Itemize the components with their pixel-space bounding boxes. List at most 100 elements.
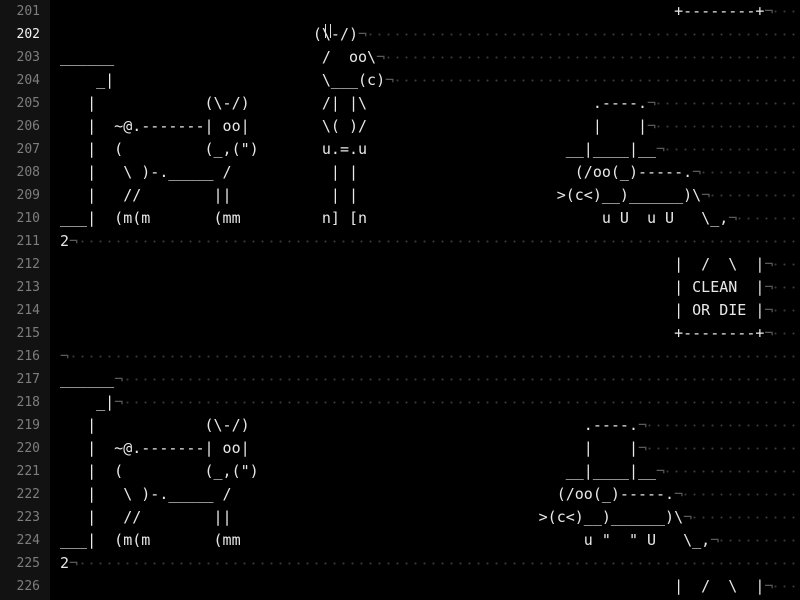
- line-number: 225: [16, 556, 40, 571]
- code-line[interactable]: ______ / oo\¬: [60, 46, 800, 69]
- whitespace-dots: [60, 345, 800, 368]
- line-text: | / \ |¬: [60, 575, 774, 598]
- line-content: 2: [60, 232, 70, 250]
- whitespace-dots: [60, 368, 800, 391]
- code-line[interactable]: | / \ |¬: [60, 253, 800, 276]
- code-line[interactable]: | ( (_,(") u.=.u __|____|__¬: [60, 138, 800, 161]
- line-content: | ~@.-------| oo| | |: [60, 439, 638, 457]
- line-number: 220: [16, 441, 40, 456]
- line-text: +--------+¬: [60, 322, 774, 345]
- whitespace-dots: [60, 391, 800, 414]
- line-text: | // || >(c<)__)______)\¬: [60, 506, 693, 529]
- code-line[interactable]: | OR DIE |¬: [60, 299, 800, 322]
- line-text: +--------+¬: [60, 0, 774, 23]
- line-content: | // || >(c<)__)______)\: [60, 508, 684, 526]
- line-number: 226: [16, 579, 40, 594]
- eol-marker: ¬: [647, 117, 657, 135]
- line-content: 2: [60, 554, 70, 572]
- line-text: ______ / oo\¬: [60, 46, 386, 69]
- code-line[interactable]: 2¬: [60, 230, 800, 253]
- code-line[interactable]: ¬: [60, 345, 800, 368]
- line-content: _|: [60, 393, 115, 411]
- code-line[interactable]: ___| (m(m (mm u " " U \_,¬: [60, 529, 800, 552]
- eol-marker: ¬: [114, 370, 124, 388]
- line-number: 209: [16, 188, 40, 203]
- line-text: _|¬: [60, 391, 124, 414]
- code-line[interactable]: | ( (_,(") __|____|__¬: [60, 460, 800, 483]
- line-number: 221: [16, 464, 40, 479]
- code-line[interactable]: | \ )-._____ / | | (/oo(_)-----.¬: [60, 161, 800, 184]
- line-content: | \ )-._____ / (/oo(_)-----.: [60, 485, 675, 503]
- code-line[interactable]: 2¬: [60, 552, 800, 575]
- line-content: ______ / oo\: [60, 48, 377, 66]
- line-number: 213: [16, 280, 40, 295]
- line-text: | (\-/) .----.¬: [60, 414, 647, 437]
- code-line[interactable]: ___| (m(m (mm n] [n u U u U \_,¬: [60, 207, 800, 230]
- eol-marker: ¬: [69, 554, 79, 572]
- line-number: 217: [16, 372, 40, 387]
- eol-marker: ¬: [637, 416, 647, 434]
- line-number: 223: [16, 510, 40, 525]
- line-text: _| \___(c)¬: [60, 69, 395, 92]
- eol-marker: ¬: [710, 531, 720, 549]
- line-number: 210: [16, 211, 40, 226]
- line-content: _| \___(c): [60, 71, 386, 89]
- line-number: 215: [16, 326, 40, 341]
- line-text: | \ )-._____ / | | (/oo(_)-----.¬: [60, 161, 702, 184]
- line-content: | // || | | >(c<)__)______)\: [60, 186, 702, 204]
- line-content: ______: [60, 370, 115, 388]
- eol-marker: ¬: [728, 209, 738, 227]
- code-line[interactable]: | // || | | >(c<)__)______)\¬: [60, 184, 800, 207]
- code-line[interactable]: ______¬: [60, 368, 800, 391]
- code-line[interactable]: | / \ |¬: [60, 575, 800, 598]
- whitespace-dots: [60, 230, 800, 253]
- code-line[interactable]: | CLEAN |¬: [60, 276, 800, 299]
- code-line[interactable]: | \ )-._____ / (/oo(_)-----.¬: [60, 483, 800, 506]
- code-line[interactable]: +--------+¬: [60, 322, 800, 345]
- line-text: | / \ |¬: [60, 253, 774, 276]
- line-number: 207: [16, 142, 40, 157]
- eol-marker: ¬: [764, 577, 774, 595]
- eol-marker: ¬: [656, 462, 666, 480]
- line-text: | ( (_,(") __|____|__¬: [60, 460, 666, 483]
- line-text: | ~@.-------| oo| \( )/ | |¬: [60, 115, 657, 138]
- eol-marker: ¬: [637, 439, 647, 457]
- line-text: ___| (m(m (mm n] [n u U u U \_,¬: [60, 207, 738, 230]
- line-number: 208: [16, 165, 40, 180]
- line-number: 211: [16, 234, 40, 249]
- line-number: 204: [16, 73, 40, 88]
- whitespace-dots: [60, 552, 800, 575]
- line-content: | / \ |: [60, 577, 765, 595]
- code-line[interactable]: | ~@.-------| oo| \( )/ | |¬: [60, 115, 800, 138]
- line-text: ___| (m(m (mm u " " U \_,¬: [60, 529, 720, 552]
- code-line[interactable]: | // || >(c<)__)______)\¬: [60, 506, 800, 529]
- eol-marker: ¬: [764, 2, 774, 20]
- line-number: 216: [16, 349, 40, 364]
- line-number: 201: [16, 4, 40, 19]
- eol-marker: ¬: [764, 301, 774, 319]
- line-text: | (\-/) /| |\ .----.¬: [60, 92, 657, 115]
- eol-marker: ¬: [647, 94, 657, 112]
- code-line[interactable]: (\-/)¬: [60, 23, 800, 46]
- eol-marker: ¬: [114, 393, 124, 411]
- line-content: (\-/): [60, 25, 359, 43]
- line-text: | OR DIE |¬: [60, 299, 774, 322]
- line-text: | ~@.-------| oo| | |¬: [60, 437, 647, 460]
- line-content: | ~@.-------| oo| \( )/ | |: [60, 117, 647, 135]
- line-text: | // || | | >(c<)__)______)\¬: [60, 184, 711, 207]
- eol-marker: ¬: [701, 186, 711, 204]
- line-text: ______¬: [60, 368, 124, 391]
- code-line[interactable]: _| \___(c)¬: [60, 69, 800, 92]
- line-text: | \ )-._____ / (/oo(_)-----.¬: [60, 483, 684, 506]
- code-line[interactable]: | ~@.-------| oo| | |¬: [60, 437, 800, 460]
- code-line[interactable]: +--------+¬: [60, 0, 800, 23]
- eol-marker: ¬: [764, 278, 774, 296]
- line-content: | CLEAN |: [60, 278, 765, 296]
- line-content: | \ )-._____ / | | (/oo(_)-----.: [60, 163, 693, 181]
- line-number: 214: [16, 303, 40, 318]
- line-text: ¬: [60, 345, 70, 368]
- code-line[interactable]: | (\-/) /| |\ .----.¬: [60, 92, 800, 115]
- code-line[interactable]: _|¬: [60, 391, 800, 414]
- code-line[interactable]: | (\-/) .----.¬: [60, 414, 800, 437]
